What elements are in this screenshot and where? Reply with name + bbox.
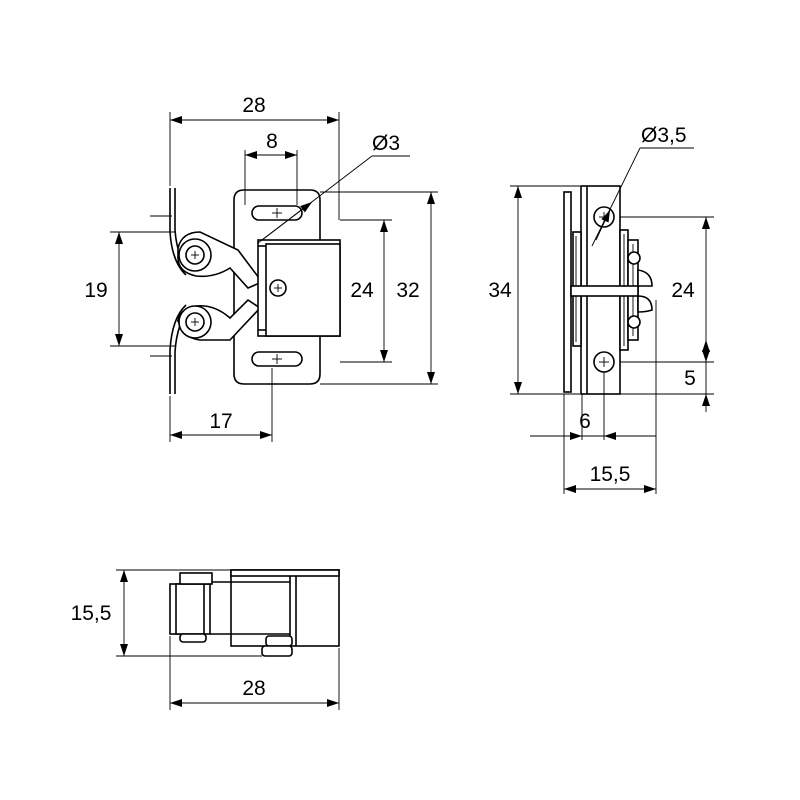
rivet-center-mark <box>274 284 282 292</box>
dim-side-edge-offset: 5 <box>684 367 696 390</box>
side-roller-disc-lower <box>627 315 641 329</box>
bottom-roller-inner <box>175 583 205 635</box>
bottom-view-labels: 15,5 28 <box>71 602 266 700</box>
side-view-dimensions <box>510 147 714 494</box>
front-view-dimensions <box>110 112 438 442</box>
dim-side-height: 34 <box>488 279 512 302</box>
bottom-foot-left <box>179 633 207 643</box>
side-roller-disc-upper <box>627 251 641 265</box>
dim-front-body-height: 24 <box>350 279 374 302</box>
lower-spring-leaf <box>169 304 187 394</box>
dim-front-width: 28 <box>242 94 265 117</box>
bottom-view-dimensions <box>116 569 340 710</box>
side-center-bar <box>570 285 639 297</box>
bottom-plate-tab <box>261 645 293 657</box>
side-view <box>563 185 653 395</box>
slot-center-marks <box>272 208 282 364</box>
dim-front-slot-length: 8 <box>266 130 278 153</box>
dim-side-depth: 15,5 <box>590 463 631 486</box>
dim-front-roller-reach: 17 <box>209 410 232 433</box>
side-roller-lower <box>637 295 653 313</box>
side-roller-upper <box>637 269 653 287</box>
front-view <box>169 188 341 394</box>
dim-bottom-width: 28 <box>242 677 265 700</box>
bottom-roller-top <box>179 572 213 585</box>
dim-front-plate-height: 32 <box>396 279 419 302</box>
bottom-view <box>169 569 340 657</box>
bottom-foot-right <box>265 635 293 647</box>
roller-center-marks <box>191 251 199 326</box>
dim-side-hole-pitch: 24 <box>671 279 695 302</box>
side-view-labels: 34 Ø3,5 24 5 6 15,5 <box>488 124 696 486</box>
side-back-plate <box>563 191 572 393</box>
dim-front-hole-diameter: Ø3 <box>372 132 400 155</box>
front-view-labels: 28 8 Ø3 19 24 32 17 <box>84 94 419 433</box>
dim-bottom-depth: 15,5 <box>71 602 112 625</box>
dim-front-roller-pitch: 19 <box>84 279 107 302</box>
dim-side-hole-diameter: Ø3,5 <box>641 124 687 147</box>
bottom-housing-top <box>230 569 340 577</box>
dim-side-plate-depth: 6 <box>579 410 591 433</box>
